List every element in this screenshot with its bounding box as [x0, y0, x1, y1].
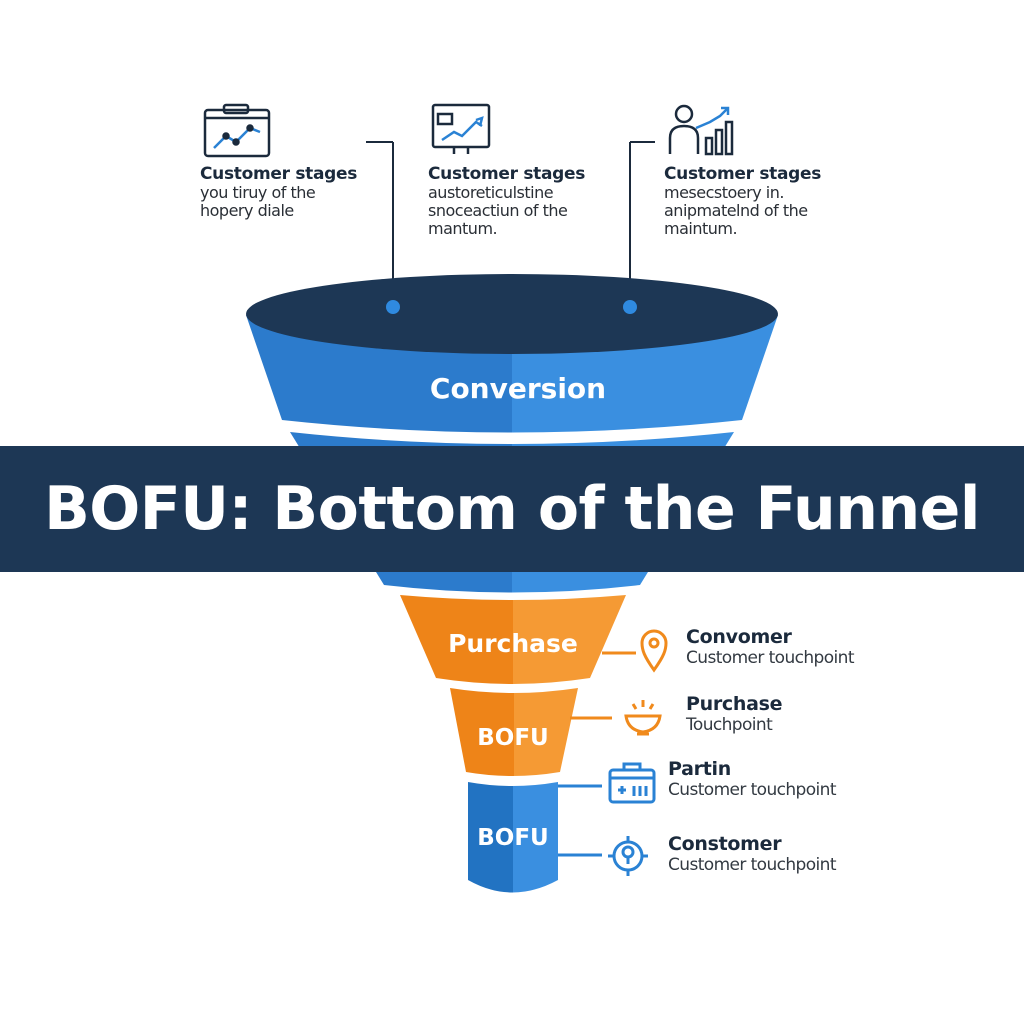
stage-card-3: Customer stages mesecstoery in. anipmate…	[664, 100, 904, 238]
toolbox-icon	[608, 762, 656, 804]
segment-label-purchase: Purchase	[448, 629, 578, 658]
touchpoint-title: Convomer	[686, 626, 792, 648]
presentation-chart-icon	[431, 103, 491, 154]
banner-title: BOFU: Bottom of the Funnel	[44, 474, 980, 544]
touchpoint-subtitle: Touchpoint	[686, 715, 773, 735]
stage-card-desc-line: hopery diale	[200, 201, 294, 220]
stage-card-icon-slot	[428, 100, 500, 156]
stage-card-title: Customer stages	[200, 164, 358, 184]
stage-card-desc-line: maintum.	[664, 219, 738, 238]
stage-card-desc-line: you tiruy of the	[200, 183, 316, 202]
touchpoint-title: Partin	[668, 758, 731, 780]
stage-card-1: Customer stages you tiruy of the hopery …	[200, 100, 440, 220]
growth-person-icon	[668, 104, 734, 156]
stage-card-title: Customer stages	[664, 164, 822, 184]
touchpoint-subtitle: Customer touchpoint	[668, 855, 837, 875]
segment-label-conversion: Conversion	[430, 372, 606, 405]
touchpoint-subtitle: Customer touchpoint	[686, 648, 855, 668]
touchpoint-3: Partin Customer touchpoint	[668, 758, 948, 800]
stage-card-icon-slot	[664, 100, 736, 156]
stage-card-desc-line: snoceactiun of the	[428, 201, 568, 220]
funnel-segment-purchase	[400, 595, 626, 684]
funnel-segment-bofu-stem	[468, 782, 558, 893]
stage-card-2: Customer stages austoreticulstine snocea…	[428, 100, 668, 238]
stage-card-icon-slot	[200, 100, 272, 156]
rim-dot	[623, 300, 637, 314]
touchpoint-title: Constomer	[668, 833, 782, 855]
touchpoint-title: Purchase	[686, 693, 783, 715]
bowl-icon	[624, 700, 662, 736]
rim-dot	[386, 300, 400, 314]
stage-card-title: Customer stages	[428, 164, 586, 184]
segment-label-bofu-stem: BOFU	[477, 825, 548, 851]
funnel-rim	[246, 274, 778, 354]
touchpoint-1: Convomer Customer touchpoint	[686, 626, 966, 668]
touchpoint-2: Purchase Touchpoint	[686, 693, 966, 735]
calendar-chart-icon	[203, 103, 271, 158]
stage-card-desc-line: mantum.	[428, 219, 498, 238]
target-tree-icon	[608, 836, 648, 876]
stage-card-desc-line: anipmatelnd of the	[664, 201, 808, 220]
touchpoint-4: Constomer Customer touchpoint	[668, 833, 948, 875]
touchpoint-subtitle: Customer touchpoint	[668, 780, 837, 800]
funnel-segment-bofu-orange	[450, 688, 578, 776]
title-banner: BOFU: Bottom of the Funnel	[0, 446, 1024, 572]
stage-card-desc-line: mesecstoery in.	[664, 183, 784, 202]
location-pin-icon	[640, 629, 668, 673]
stage-card-desc-line: austoreticulstine	[428, 183, 554, 202]
segment-label-bofu-orange: BOFU	[477, 725, 548, 751]
